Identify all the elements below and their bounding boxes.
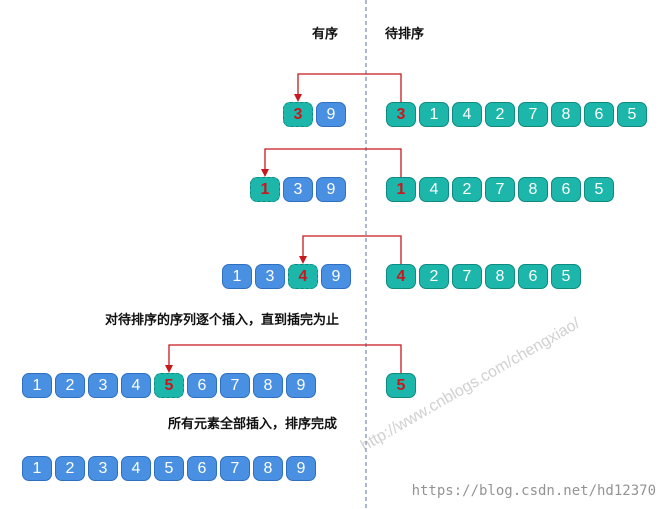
sorted-tile: 8 <box>253 373 283 398</box>
unsorted-tile: 8 <box>485 264 515 289</box>
sorted-tile: 2 <box>55 373 85 398</box>
unsorted-tile: 6 <box>584 102 614 127</box>
next-unsorted-tile: 3 <box>386 102 416 127</box>
insert-arrow-head <box>165 365 173 373</box>
sorted-tile: 8 <box>253 456 283 481</box>
sorted-tile: 6 <box>187 456 217 481</box>
sorted-tile: 9 <box>286 456 316 481</box>
sorted-tile: 9 <box>316 102 346 127</box>
caption-middle: 对待排序的序列逐个插入，直到插完为止 <box>105 313 340 328</box>
sorted-tile: 9 <box>286 373 316 398</box>
sorted-tile: 6 <box>187 373 217 398</box>
unsorted-tile: 6 <box>551 177 581 202</box>
unsorted-tile: 2 <box>419 264 449 289</box>
insert-arrow-head <box>299 256 307 264</box>
sorted-tile: 3 <box>283 177 313 202</box>
insert-arrow-head <box>261 169 269 177</box>
unsorted-tile: 6 <box>518 264 548 289</box>
sorted-tile: 9 <box>321 264 351 289</box>
insert-arrow-line <box>302 235 402 264</box>
inserted-tile: 1 <box>250 177 280 202</box>
footer-url: https://blog.csdn.net/hd12370 <box>411 483 656 499</box>
header-unsorted: 待排序 <box>385 27 425 42</box>
unsorted-tile: 8 <box>518 177 548 202</box>
sorted-tile: 4 <box>121 373 151 398</box>
next-unsorted-tile: 5 <box>386 373 416 398</box>
unsorted-tile: 7 <box>452 264 482 289</box>
sorted-tile: 1 <box>22 373 52 398</box>
unsorted-tile: 8 <box>551 102 581 127</box>
sorted-tile: 7 <box>220 456 250 481</box>
next-unsorted-tile: 1 <box>386 177 416 202</box>
sorted-tile: 4 <box>121 456 151 481</box>
unsorted-tile: 5 <box>617 102 647 127</box>
sorted-tile: 7 <box>220 373 250 398</box>
unsorted-tile: 4 <box>419 177 449 202</box>
next-unsorted-tile: 4 <box>386 264 416 289</box>
inserted-tile: 5 <box>154 373 184 398</box>
sorted-tile: 2 <box>55 456 85 481</box>
unsorted-tile: 2 <box>452 177 482 202</box>
unsorted-tile: 7 <box>518 102 548 127</box>
sorted-tile: 1 <box>22 456 52 481</box>
caption-final: 所有元素全部插入，排序完成 <box>168 417 338 432</box>
insert-arrow-line <box>297 73 402 102</box>
insert-arrow-line <box>264 148 402 177</box>
unsorted-tile: 5 <box>584 177 614 202</box>
unsorted-tile: 2 <box>485 102 515 127</box>
sorted-tile: 3 <box>88 373 118 398</box>
sorted-tile: 9 <box>316 177 346 202</box>
unsorted-tile: 7 <box>485 177 515 202</box>
sorted-tile: 5 <box>154 456 184 481</box>
sorted-tile: 3 <box>88 456 118 481</box>
insert-arrow-line <box>168 344 402 373</box>
sorted-tile: 1 <box>222 264 252 289</box>
inserted-tile: 4 <box>288 264 318 289</box>
sorted-tile: 3 <box>255 264 285 289</box>
insert-arrow-head <box>294 94 302 102</box>
unsorted-tile: 1 <box>419 102 449 127</box>
inserted-tile: 3 <box>283 102 313 127</box>
unsorted-tile: 4 <box>452 102 482 127</box>
header-sorted: 有序 <box>312 27 339 42</box>
unsorted-tile: 5 <box>551 264 581 289</box>
